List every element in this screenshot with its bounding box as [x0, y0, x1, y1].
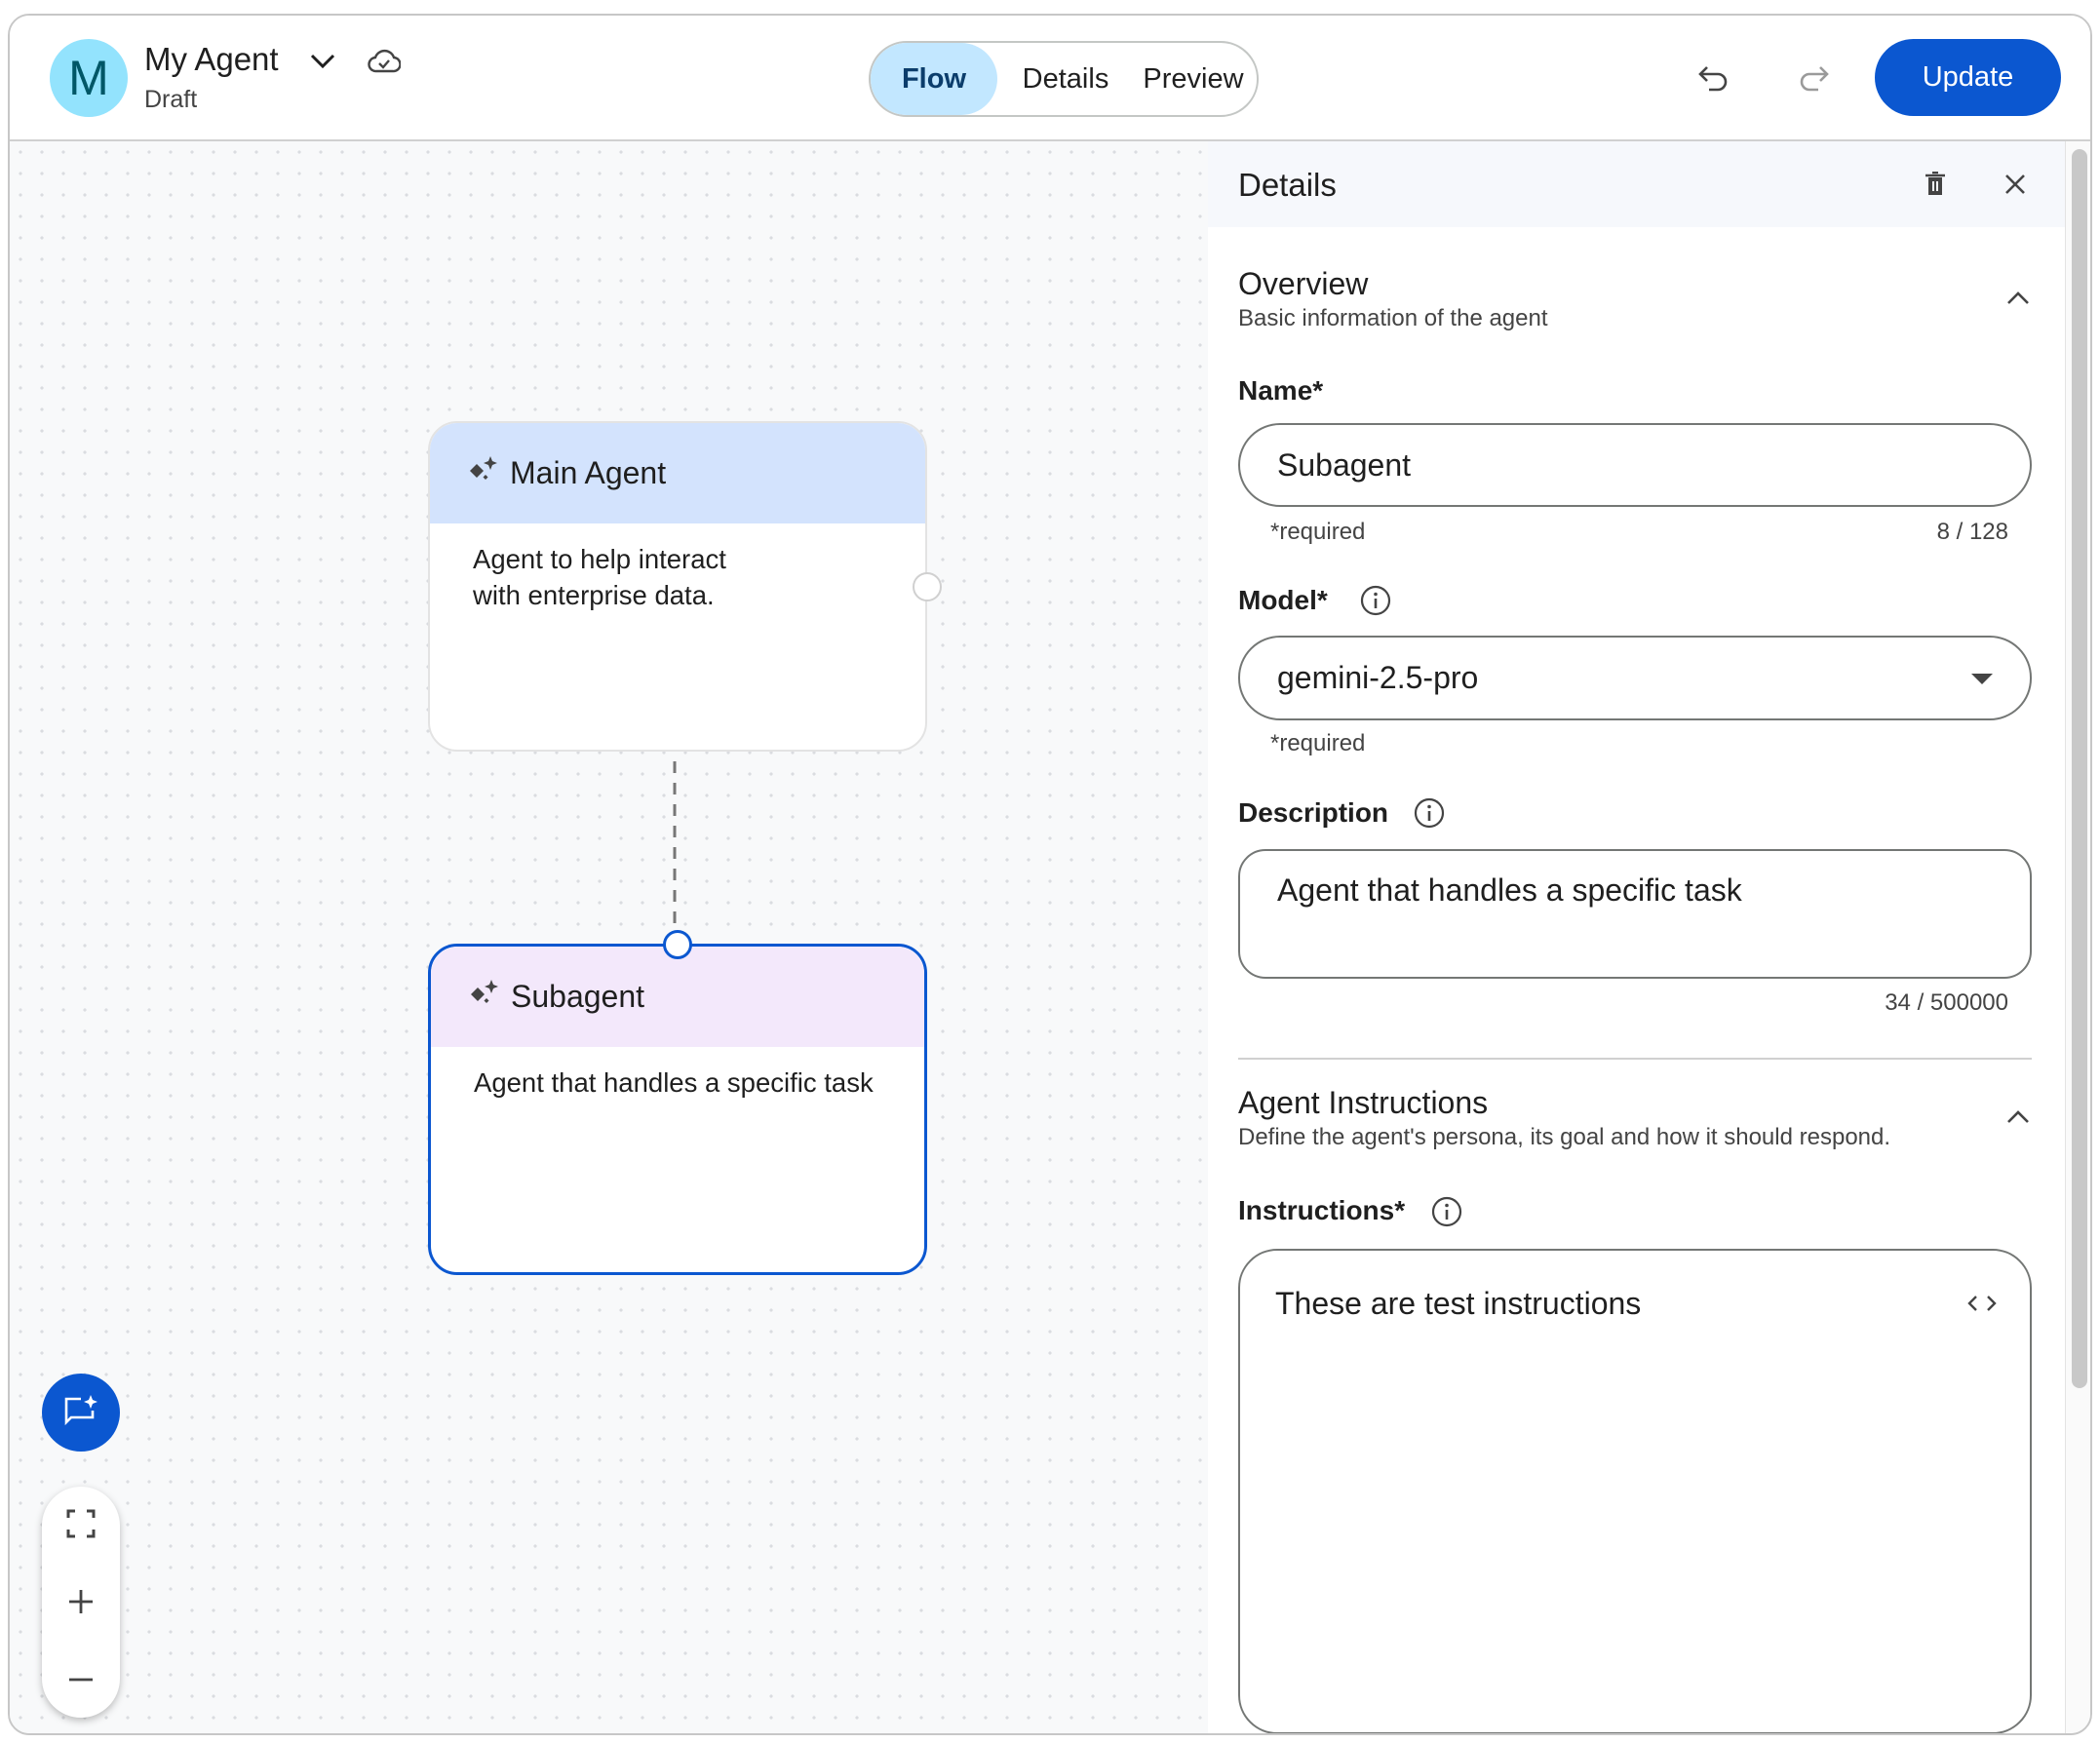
node-header: Subagent — [431, 947, 924, 1047]
node-main-agent[interactable]: Main Agent Agent to help interact with e… — [428, 421, 942, 752]
chat-sparkle-icon — [64, 1395, 97, 1426]
instructions-section-title: Agent Instructions — [1238, 1085, 1489, 1120]
name-counter: 8 / 128 — [1936, 519, 2008, 545]
node-description: Agent to help interact with enterprise d… — [473, 544, 726, 610]
model-value: gemini-2.5-pro — [1277, 660, 1479, 695]
name-label: Name* — [1238, 375, 1324, 406]
name-required-hint: *required — [1270, 519, 1366, 545]
instructions-editor[interactable]: These are test instructions — [1238, 1249, 2032, 1733]
panel-scrollbar[interactable] — [2065, 141, 2090, 1733]
app-window: M My Agent Draft Flow Details Preview Up… — [8, 14, 2092, 1735]
view-tabs: Flow Details Preview — [869, 41, 1259, 117]
description-label: Description — [1238, 797, 1389, 828]
top-bar: M My Agent Draft Flow Details Preview Up… — [10, 16, 2090, 141]
input-handle[interactable] — [663, 930, 692, 959]
fit-view-icon[interactable] — [61, 1504, 100, 1543]
dropdown-arrow-icon — [1971, 674, 1993, 684]
update-button[interactable]: Update — [1875, 39, 2061, 116]
node-title: Main Agent — [510, 455, 667, 490]
zoom-in-icon[interactable] — [61, 1582, 100, 1621]
description-input[interactable]: Agent that handles a specific task — [1238, 849, 2032, 979]
sparkle-agent-icon — [470, 979, 499, 1016]
cloud-saved-icon — [365, 45, 404, 78]
zoom-controls — [42, 1487, 120, 1718]
zoom-out-icon[interactable] — [61, 1660, 100, 1699]
node-title: Subagent — [511, 979, 645, 1014]
flow-canvas[interactable]: Main Agent Agent to help interact with e… — [10, 141, 1208, 1733]
tab-flow[interactable]: Flow — [871, 43, 997, 115]
sparkle-agent-icon — [469, 455, 498, 492]
undo-icon[interactable] — [1694, 58, 1733, 97]
close-icon[interactable] — [2000, 169, 2031, 200]
agent-status: Draft — [144, 86, 198, 113]
scrollbar-thumb[interactable] — [2072, 149, 2087, 1388]
node-header: Main Agent — [430, 423, 925, 523]
chevron-up-icon[interactable] — [2002, 1101, 2035, 1134]
overview-title: Overview — [1238, 266, 1369, 301]
info-icon[interactable] — [1412, 795, 1447, 831]
overview-subtitle: Basic information of the agent — [1238, 305, 1548, 331]
ai-chat-button[interactable] — [42, 1374, 120, 1452]
info-icon[interactable] — [1429, 1194, 1464, 1229]
tab-details[interactable]: Details — [1022, 62, 1109, 95]
model-label: Model* — [1238, 585, 1328, 615]
avatar: M — [50, 39, 128, 117]
tab-preview[interactable]: Preview — [1143, 62, 1244, 95]
instructions-text: These are test instructions — [1275, 1286, 1642, 1321]
node-description: Agent that handles a specific task — [474, 1067, 874, 1098]
model-required-hint: *required — [1270, 730, 1366, 756]
name-input[interactable]: Subagent — [1238, 423, 2032, 507]
agent-name[interactable]: My Agent — [144, 41, 279, 77]
redo-icon[interactable] — [1794, 58, 1833, 97]
panel-title: Details — [1238, 167, 1337, 203]
instructions-label: Instructions* — [1238, 1195, 1406, 1225]
description-counter: 34 / 500000 — [1885, 989, 2008, 1016]
output-handle[interactable] — [913, 572, 942, 601]
delete-icon[interactable] — [1920, 169, 1951, 200]
info-icon[interactable] — [1358, 583, 1393, 618]
code-view-icon[interactable] — [1967, 1294, 1997, 1313]
panel-header: Details — [1208, 141, 2065, 227]
details-panel: Details Overview Basic information of th… — [1208, 141, 2065, 1733]
chevron-up-icon[interactable] — [2002, 282, 2035, 315]
model-select[interactable]: gemini-2.5-pro — [1238, 636, 2032, 720]
section-divider — [1238, 1058, 2032, 1060]
node-subagent[interactable]: Subagent Agent that handles a specific t… — [428, 930, 927, 1275]
connector-edge — [673, 761, 677, 937]
chevron-down-icon[interactable] — [306, 45, 339, 78]
instructions-section-subtitle: Define the agent's persona, its goal and… — [1238, 1124, 1891, 1150]
